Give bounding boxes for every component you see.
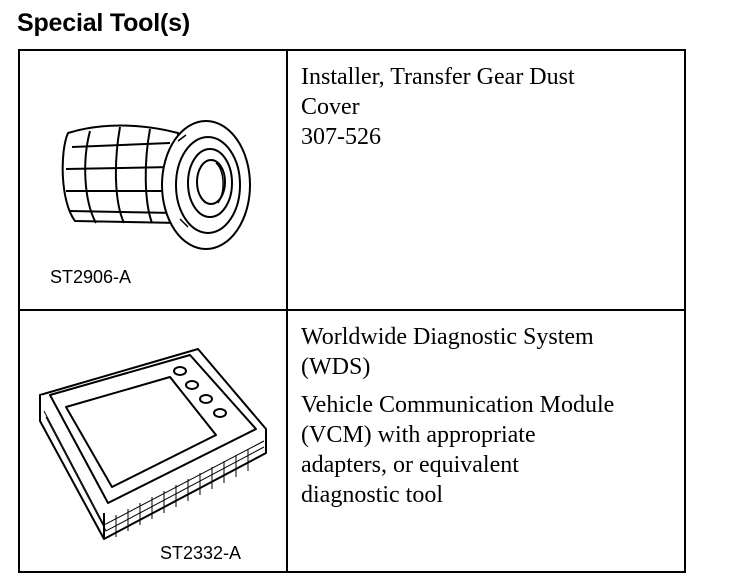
tool-description-line: Installer, Transfer Gear Dust <box>301 64 575 90</box>
special-tools-table: ST2906-A Installer, Transfer Gear Dust C… <box>18 49 686 573</box>
tool-description: Vehicle Communication Module (VCM) with … <box>301 390 672 510</box>
tool-description: Worldwide Diagnostic System (WDS) <box>301 322 672 382</box>
tool-description-line: (WDS) <box>301 354 371 380</box>
table-row: ST2332-A Worldwide Diagnostic System (WD… <box>20 309 684 571</box>
tool-description: Installer, Transfer Gear Dust Cover 307-… <box>301 62 672 152</box>
dust-cover-installer-icon <box>61 120 251 250</box>
tool-image-cell: ST2906-A <box>20 51 288 309</box>
tool-description-line: diagnostic tool <box>301 482 443 508</box>
tool-description-line: Vehicle Communication Module <box>301 392 615 418</box>
tool-description-line: adapters, or equivalent <box>301 452 519 478</box>
tool-image-code: ST2906-A <box>50 267 132 287</box>
tool-image-code: ST2332-A <box>160 543 242 563</box>
diagnostic-tool-icon <box>39 348 267 540</box>
table-row: ST2906-A Installer, Transfer Gear Dust C… <box>20 51 684 309</box>
tool-image-cell: ST2332-A <box>20 311 288 571</box>
tool-description-cell: Worldwide Diagnostic System (WDS) Vehicl… <box>288 311 684 571</box>
page-title: Special Tool(s) <box>17 9 190 37</box>
tool-description-line: Cover <box>301 94 360 120</box>
tool-description-line: (VCM) with appropriate <box>301 422 536 448</box>
tool-number: 307-526 <box>301 124 381 150</box>
tool-description-line: Worldwide Diagnostic System <box>301 324 594 350</box>
tool-description-cell: Installer, Transfer Gear Dust Cover 307-… <box>288 51 684 309</box>
